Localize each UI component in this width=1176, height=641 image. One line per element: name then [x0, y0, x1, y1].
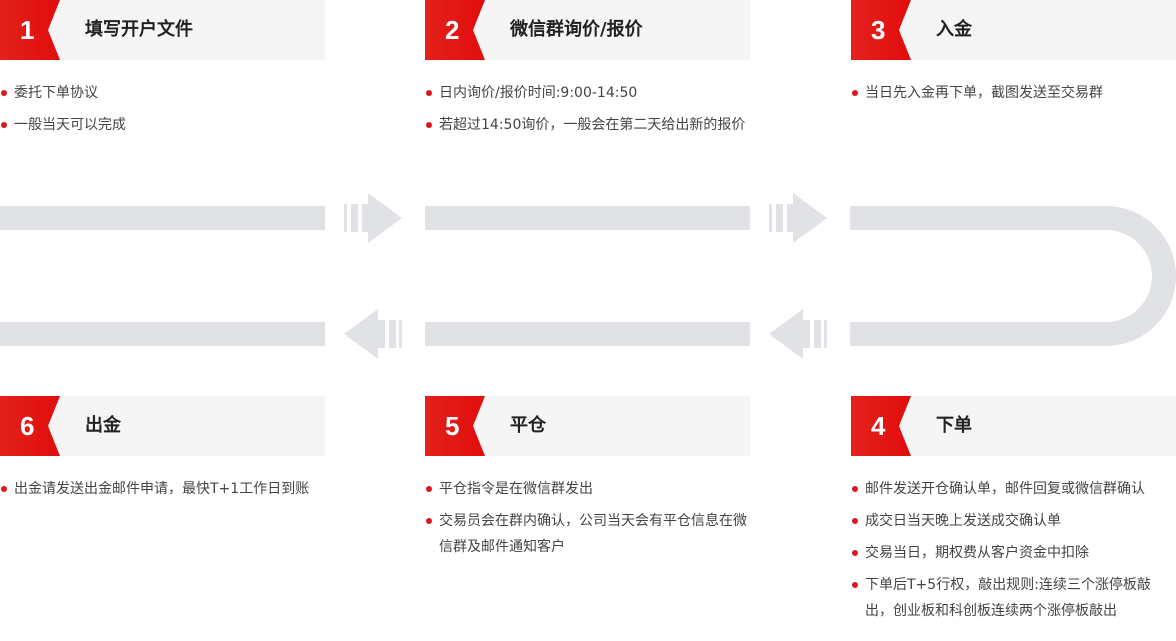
track-u-turn: [850, 206, 1176, 346]
track-segment: [0, 322, 325, 346]
list-item: 成交日当天晚上发送成交确认单: [851, 508, 1176, 534]
list-item: 委托下单协议: [0, 80, 325, 106]
step-title: 微信群询价/报价: [510, 19, 643, 40]
list-item: 下单后T+5行权，敲出规则:连续三个涨停板敲出，创业板和科创板连续两个涨停板敲出: [851, 572, 1176, 624]
step-3: 3 入金 当日先入金再下单，截图发送至交易群: [851, 0, 1176, 112]
track-segment: [0, 206, 325, 230]
step-5: 5 平仓 平仓指令是在微信群发出交易员会在群内确认，公司当天会有平仓信息在微信群及…: [425, 396, 750, 566]
list-item: 交易员会在群内确认，公司当天会有平仓信息在微信群及邮件通知客户: [425, 508, 750, 560]
list-item: 邮件发送开仓确认单，邮件回复或微信群确认: [851, 476, 1176, 502]
step-number: 2: [425, 0, 485, 60]
list-item: 出金请发送出金邮件申请，最快T+1工作日到账: [0, 476, 325, 502]
step-title: 下单: [936, 415, 972, 436]
step-title: 入金: [936, 19, 972, 40]
step-1: 1 填写开户文件 委托下单协议一般当天可以完成: [0, 0, 325, 144]
step-number: 6: [0, 396, 60, 456]
step-title: 填写开户文件: [85, 19, 193, 40]
list-item: 平仓指令是在微信群发出: [425, 476, 750, 502]
step-number: 5: [425, 396, 485, 456]
list-item: 日内询价/报价时间:9:00-14:50: [425, 80, 750, 106]
list-item: 一般当天可以完成: [0, 112, 325, 138]
step-header: 1 填写开户文件: [0, 0, 325, 60]
step-header: 3 入金: [851, 0, 1176, 60]
step-header: 4 下单: [851, 396, 1176, 456]
arrow-left-icon: [344, 309, 402, 359]
step-header: 6 出金: [0, 396, 325, 456]
list-item: 交易当日，期权费从客户资金中扣除: [851, 540, 1176, 566]
step-number: 1: [0, 0, 60, 60]
step-title: 平仓: [510, 415, 546, 436]
track-segment: [425, 322, 750, 346]
step-4: 4 下单 邮件发送开仓确认单，邮件回复或微信群确认成交日当天晚上发送成交确认单交易…: [851, 396, 1176, 630]
step-header: 2 微信群询价/报价: [425, 0, 750, 60]
step-number: 4: [851, 396, 911, 456]
arrow-left-icon: [769, 309, 827, 359]
list-item: 若超过14:50询价，一般会在第二天给出新的报价: [425, 112, 750, 138]
step-number: 3: [851, 0, 911, 60]
step-title: 出金: [85, 415, 121, 436]
arrow-right-icon: [769, 193, 827, 243]
step-header: 5 平仓: [425, 396, 750, 456]
arrow-right-icon: [344, 193, 402, 243]
track-segment: [425, 206, 750, 230]
list-item: 当日先入金再下单，截图发送至交易群: [851, 80, 1176, 106]
step-2: 2 微信群询价/报价 日内询价/报价时间:9:00-14:50 若超过14:50询价…: [425, 0, 750, 144]
step-6: 6 出金 出金请发送出金邮件申请，最快T+1工作日到账: [0, 396, 325, 508]
